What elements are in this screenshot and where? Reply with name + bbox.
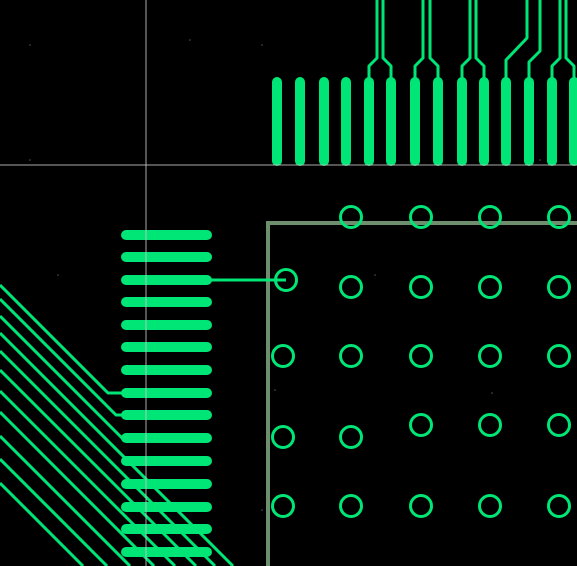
grid-dot-2 <box>29 159 31 161</box>
grid-dot-1 <box>29 44 31 46</box>
diagonal-trace-10 <box>0 457 109 566</box>
top-trace-8 <box>527 0 542 82</box>
via-16[interactable] <box>339 425 363 449</box>
diagonal-trace-9 <box>0 434 132 566</box>
via-1[interactable] <box>339 205 363 229</box>
via-7[interactable] <box>409 275 433 299</box>
diagonal-trace-2 <box>0 297 126 417</box>
top-trace-1 <box>367 0 379 82</box>
via-23[interactable] <box>478 494 502 518</box>
grid-dot-5 <box>261 44 263 46</box>
via-21[interactable] <box>339 494 363 518</box>
component-outline <box>266 221 577 566</box>
via-10[interactable] <box>271 344 295 368</box>
diagonal-trace-8 <box>0 410 156 566</box>
via-17[interactable] <box>409 413 433 437</box>
diagonal-trace-11 <box>0 481 85 566</box>
via-19[interactable] <box>547 413 571 437</box>
grid-dot-4 <box>189 39 191 41</box>
top-trace-5 <box>460 0 472 82</box>
top-trace-6 <box>474 0 486 82</box>
via-14[interactable] <box>547 344 571 368</box>
diagonal-trace-5 <box>0 349 217 566</box>
diagonal-trace-6 <box>0 368 198 566</box>
via-15[interactable] <box>271 425 295 449</box>
top-trace-9 <box>550 0 562 82</box>
diagonal-trace-3 <box>0 314 126 440</box>
grid-dot-10 <box>539 159 541 161</box>
via-22[interactable] <box>409 494 433 518</box>
via-8[interactable] <box>478 275 502 299</box>
grid-dot-3 <box>57 274 59 276</box>
grid-dot-6 <box>274 389 276 391</box>
via-18[interactable] <box>478 413 502 437</box>
grid-dot-8 <box>491 392 493 394</box>
via-5[interactable] <box>274 268 298 292</box>
diagonal-trace-4 <box>0 331 235 566</box>
via-9[interactable] <box>547 275 571 299</box>
via-20[interactable] <box>271 494 295 518</box>
top-trace-4 <box>428 0 440 82</box>
via-24[interactable] <box>547 494 571 518</box>
grid-dot-7 <box>374 274 376 276</box>
via-11[interactable] <box>339 344 363 368</box>
via-12[interactable] <box>409 344 433 368</box>
top-trace-3 <box>413 0 425 82</box>
diagonal-trace-1 <box>0 283 126 395</box>
via-13[interactable] <box>478 344 502 368</box>
top-trace-10 <box>564 0 576 82</box>
top-trace-2 <box>381 0 393 82</box>
via-4[interactable] <box>547 205 571 229</box>
via-6[interactable] <box>339 275 363 299</box>
via-3[interactable] <box>478 205 502 229</box>
top-trace-7 <box>504 0 529 82</box>
grid-dot-9 <box>261 509 263 511</box>
via-2[interactable] <box>409 205 433 229</box>
